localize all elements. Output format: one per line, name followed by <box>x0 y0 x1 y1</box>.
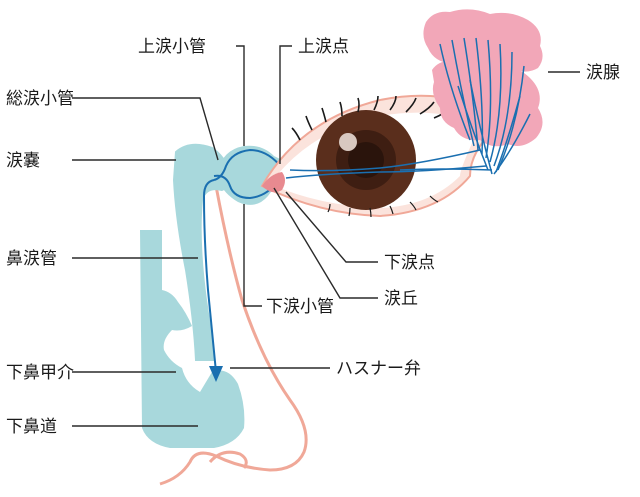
caruncle-shape <box>262 172 285 193</box>
label-lower-canaliculus: 下涙小管 <box>266 296 334 317</box>
flow-arrowhead <box>209 366 223 382</box>
label-lower-punctum: 下涙点 <box>384 252 435 273</box>
lower-eyelashes <box>327 195 439 218</box>
nasal-cavity-shape <box>140 230 245 448</box>
lacrimal-sac-shape <box>172 143 232 361</box>
label-lacrimal-sac: 涙嚢 <box>6 150 40 171</box>
drainage-flow-lines <box>202 148 283 373</box>
nostril-outline <box>208 450 248 469</box>
label-common-canaliculus: 総涙小管 <box>6 88 74 109</box>
label-upper-canaliculus: 上涙小管 <box>138 36 206 57</box>
leader-lines <box>72 45 580 427</box>
label-hasner-valve: ハスナー弁 <box>336 359 421 379</box>
canaliculi-shape <box>218 145 292 205</box>
label-caruncle: 涙丘 <box>384 288 418 309</box>
label-inferior-turbinate: 下鼻甲介 <box>6 363 74 383</box>
label-inferior-meatus: 下鼻道 <box>6 417 57 437</box>
nose-skin-outline <box>159 185 308 486</box>
label-lacrimal-gland: 涙腺 <box>586 62 620 83</box>
tear-flow-lines <box>285 149 493 179</box>
eye-highlight <box>339 133 357 151</box>
label-nasolacrimal-duct: 鼻涙管 <box>6 248 57 269</box>
gland-ducts <box>439 37 531 175</box>
label-upper-punctum: 上涙点 <box>298 36 349 57</box>
